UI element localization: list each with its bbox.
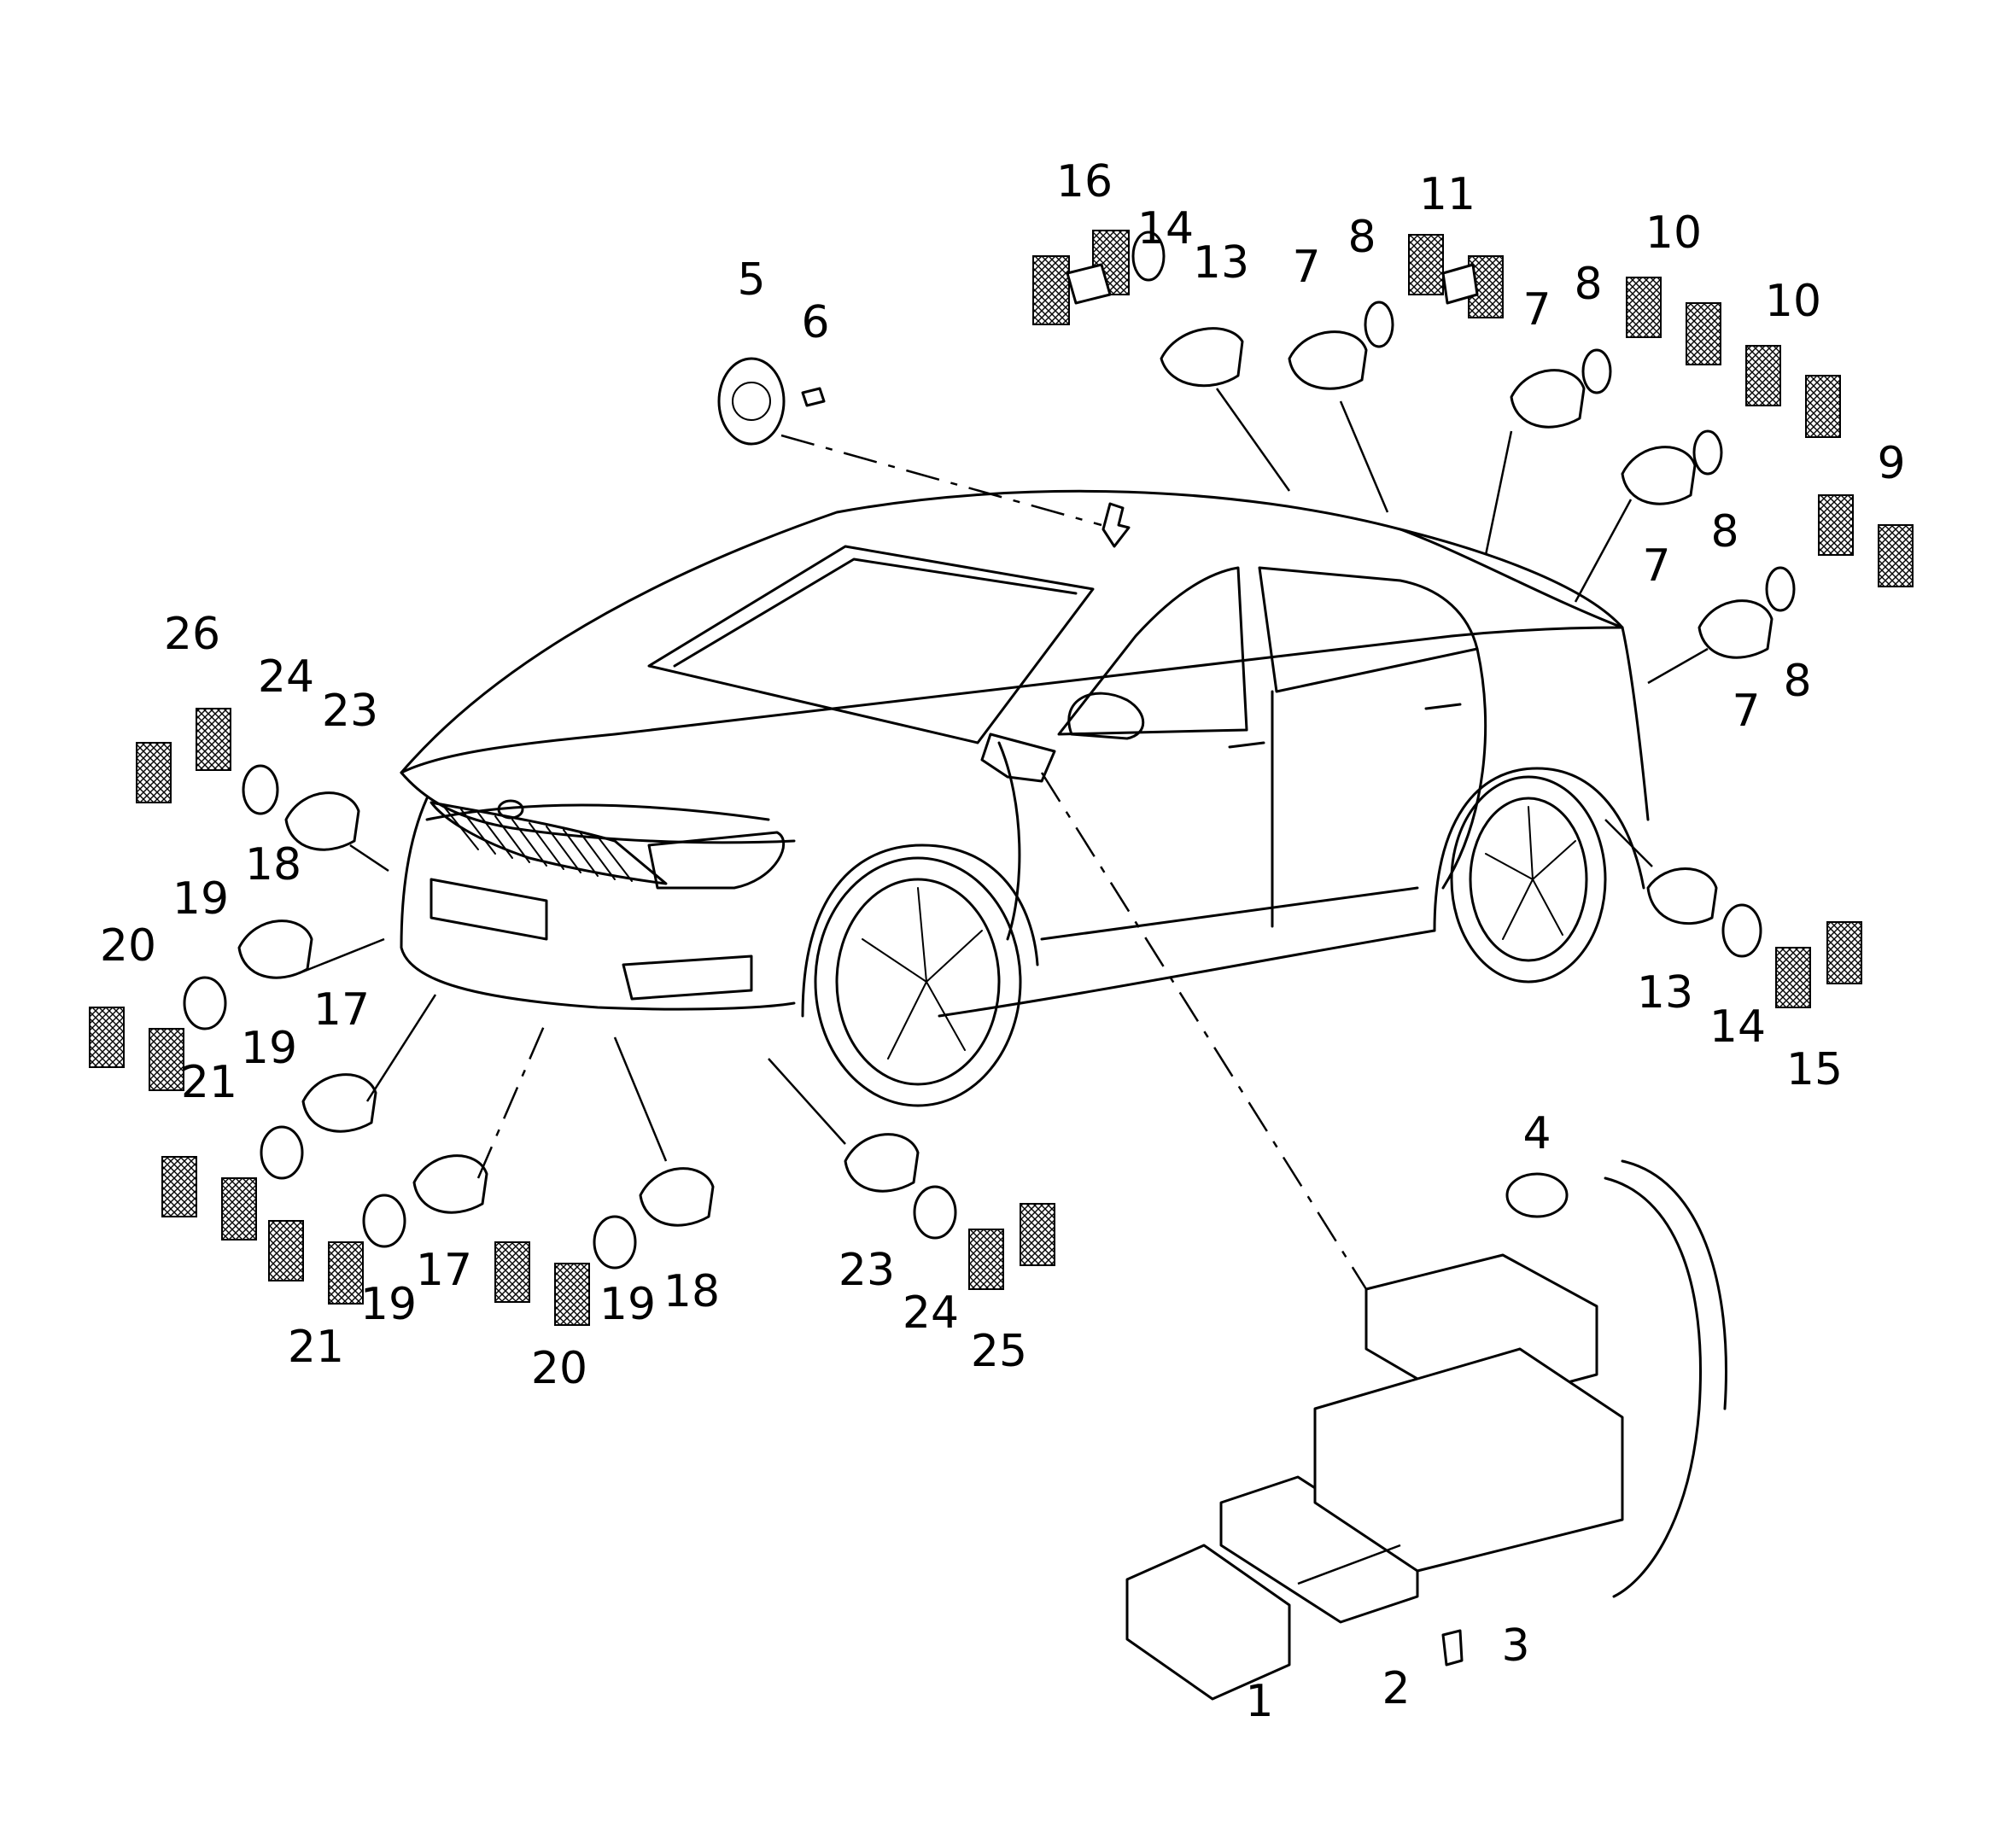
sensor-group-left-17-21 <box>161 1073 377 1240</box>
callout-14a: 14 <box>1137 203 1194 254</box>
callout-labels: 1 2 3 4 5 6 7 7 7 7 8 8 8 8 9 10 10 11 1… <box>100 156 1906 1727</box>
sensor-group-right-13-15 <box>1646 867 1862 1008</box>
callout-11: 11 <box>1419 169 1475 220</box>
callout-26: 26 <box>164 609 220 660</box>
sensor-7-top <box>1288 301 1394 390</box>
sensor-group-10a <box>1626 277 1721 365</box>
callout-1: 1 <box>1245 1676 1273 1727</box>
sensor-group-11 <box>1408 234 1504 318</box>
callout-16: 16 <box>1056 156 1113 207</box>
sensor-7-mid <box>1510 348 1612 429</box>
callout-25: 25 <box>971 1326 1027 1377</box>
sensor-group-bottom-17-21 <box>268 1154 488 1305</box>
callout-19d: 19 <box>599 1279 656 1330</box>
callout-17a: 17 <box>313 984 370 1036</box>
sensor-group-9 <box>1818 494 1914 587</box>
callout-8c: 8 <box>1710 506 1738 557</box>
callout-18b: 18 <box>663 1266 720 1317</box>
sensor-13-top <box>1131 231 1244 388</box>
callout-19b: 19 <box>241 1023 297 1074</box>
callout-13b: 13 <box>1637 967 1693 1019</box>
callout-21a: 21 <box>181 1057 237 1108</box>
callout-9: 9 <box>1877 438 1905 489</box>
callout-17b: 17 <box>416 1245 472 1296</box>
sensor-7-right <box>1621 429 1723 505</box>
callout-19a: 19 <box>172 873 229 925</box>
sensor-group-26 <box>136 708 360 851</box>
callout-5: 5 <box>737 254 765 306</box>
callout-23b: 23 <box>839 1245 895 1296</box>
callout-7b: 7 <box>1522 284 1551 336</box>
callout-13a: 13 <box>1193 237 1249 289</box>
callout-7d: 7 <box>1732 686 1760 737</box>
callout-2: 2 <box>1382 1663 1410 1714</box>
callout-24b: 24 <box>903 1287 959 1339</box>
leader-lines <box>298 388 1709 1585</box>
sensor-group-left-18-20 <box>89 919 313 1091</box>
callout-6: 6 <box>801 297 829 348</box>
callout-14b: 14 <box>1709 1001 1766 1053</box>
parts-glyphs <box>89 230 1914 1701</box>
sensor-7-low <box>1698 566 1796 659</box>
callout-8a: 8 <box>1347 212 1376 263</box>
callout-8d: 8 <box>1783 656 1811 707</box>
callout-23a: 23 <box>322 686 378 737</box>
callout-3: 3 <box>1501 1620 1529 1672</box>
callout-24a: 24 <box>258 651 314 703</box>
callout-4: 4 <box>1522 1108 1551 1159</box>
sensor-group-23-25 <box>844 1133 1055 1290</box>
callout-19c: 19 <box>360 1279 417 1330</box>
sensor-group-16 <box>1032 230 1130 325</box>
car-illustration <box>400 489 1650 1107</box>
callout-10a: 10 <box>1645 207 1702 259</box>
callout-7c: 7 <box>1642 540 1670 592</box>
callout-10b: 10 <box>1765 276 1821 327</box>
sensor-group-10b <box>1745 345 1841 438</box>
callout-7a: 7 <box>1292 242 1320 293</box>
callout-20b: 20 <box>531 1343 587 1394</box>
callout-20a: 20 <box>100 920 156 972</box>
callout-21b: 21 <box>288 1322 344 1373</box>
callout-8b: 8 <box>1574 259 1602 310</box>
sensor-group-bottom-18-20 <box>494 1167 715 1326</box>
callout-15: 15 <box>1786 1044 1843 1095</box>
callout-18a: 18 <box>245 839 301 890</box>
